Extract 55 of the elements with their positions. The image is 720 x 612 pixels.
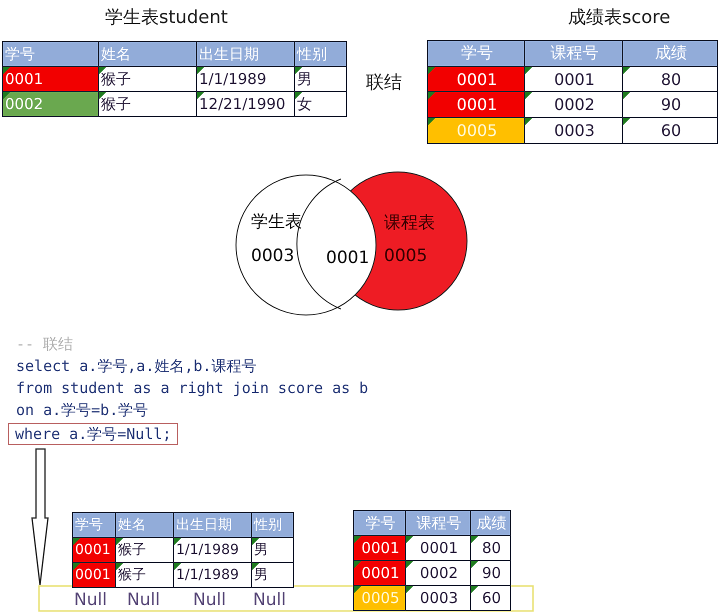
header-cell: 学号 xyxy=(353,510,406,536)
code-line: on a.学号=b.学号 xyxy=(16,401,148,420)
table-title: 成绩表score xyxy=(568,6,670,29)
header-cell: 性别 xyxy=(294,41,347,67)
label: 联结 xyxy=(366,71,402,94)
table-cell: 0003 xyxy=(405,585,471,611)
table-cell: 80 xyxy=(622,66,718,92)
header-cell: 课程号 xyxy=(524,40,623,67)
circle-label: 0003 xyxy=(251,246,294,266)
circle-label: 0005 xyxy=(384,246,428,266)
table-cell: 猴子 xyxy=(115,562,174,588)
header-cell: 出生日期 xyxy=(173,512,252,538)
header-cell: 出生日期 xyxy=(196,41,295,67)
table-cell: 0001 xyxy=(353,560,406,586)
table-cell: 1/1/1989 xyxy=(173,562,252,588)
table-cell: 男 xyxy=(294,66,347,92)
table-cell: Null xyxy=(253,590,286,610)
table-cell: 80 xyxy=(470,535,511,561)
table-cell: 0001 xyxy=(427,91,525,118)
table-cell: 0001 xyxy=(353,535,406,561)
table-cell: 12/21/1990 xyxy=(196,91,295,117)
table-cell: 0002 xyxy=(2,91,99,117)
header-cell: 学号 xyxy=(72,512,116,538)
table-title: 学生表student xyxy=(105,6,228,29)
table-cell: 0003 xyxy=(524,117,623,144)
table-cell: Null xyxy=(74,590,107,610)
code-line: select a.学号,a.姓名,b.课程号 xyxy=(16,357,256,376)
table-cell: 60 xyxy=(622,117,718,144)
header-cell: 姓名 xyxy=(98,41,197,67)
code-comment: -- 联结 xyxy=(16,335,74,354)
table-cell: 60 xyxy=(470,585,511,611)
header-cell: 成绩 xyxy=(470,510,511,536)
circle-label: 课程表 xyxy=(384,212,435,234)
label: 0001 xyxy=(326,248,370,268)
header-cell: 课程号 xyxy=(405,510,471,536)
header-cell: 学号 xyxy=(427,40,525,67)
header-cell: 成绩 xyxy=(622,40,718,67)
table-cell: 0005 xyxy=(353,585,406,611)
table-cell: 0005 xyxy=(427,117,525,144)
table-cell: 猴子 xyxy=(98,91,197,117)
table-cell: 0001 xyxy=(72,537,116,563)
header-cell: 学号 xyxy=(2,41,99,67)
table-cell: 女 xyxy=(294,91,347,117)
table-cell: Null xyxy=(193,590,226,610)
table-cell: 男 xyxy=(251,562,294,588)
header-cell: 姓名 xyxy=(115,512,174,538)
table-cell: 男 xyxy=(251,537,294,563)
table-cell: 90 xyxy=(470,560,511,586)
header-cell: 性别 xyxy=(251,512,294,538)
table-cell: 90 xyxy=(622,91,718,118)
table-cell: Null xyxy=(127,590,160,610)
table-cell: 0001 xyxy=(2,66,99,92)
code-line: from student as a right join score as b xyxy=(16,379,368,397)
table-cell: 0001 xyxy=(427,66,525,92)
table-cell: 0001 xyxy=(72,562,116,588)
